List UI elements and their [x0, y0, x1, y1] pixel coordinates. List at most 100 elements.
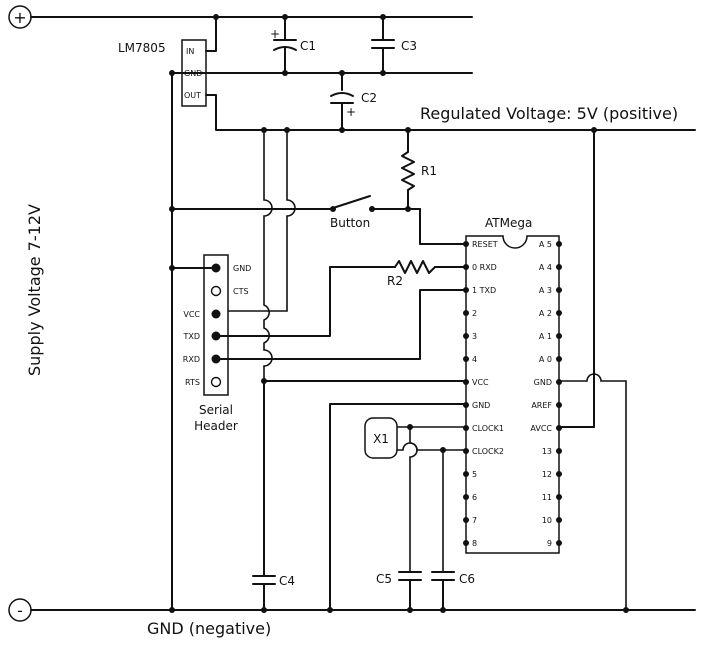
- atmega-left-pin-dot: [463, 287, 469, 293]
- atmega-left-pin-label: 0 RXD: [472, 263, 497, 272]
- atmega-left-pin-dot: [463, 471, 469, 477]
- header-pin-gnd: GND: [233, 264, 251, 273]
- atmega-right-pin-label: 12: [542, 470, 552, 479]
- atmega-left-pin-dot: [463, 402, 469, 408]
- c3-label: C3: [401, 39, 417, 53]
- atmega-left-pin-label: CLOCK2: [472, 447, 504, 456]
- atmega-name: ATMega: [485, 216, 532, 230]
- atmega-left-pin-label: 7: [472, 516, 477, 525]
- atmega-left-pin-label: CLOCK1: [472, 424, 504, 433]
- positive-rail: +: [8, 5, 473, 29]
- capacitor-c2: + C2: [330, 72, 377, 131]
- atmega-right-pin-dot: [556, 310, 562, 316]
- atmega-left-pin-dot: [463, 425, 469, 431]
- atmega-left-pin-label: GND: [472, 401, 490, 410]
- c1-label: C1: [300, 39, 316, 53]
- atmega-right-pin-dot: [556, 333, 562, 339]
- capacitor-c1: + C1: [270, 16, 316, 74]
- negative-terminal-symbol: -: [17, 601, 23, 620]
- atmega-right-pin-dot: [556, 494, 562, 500]
- atmega-right-pin-dot: [556, 448, 562, 454]
- c1-plus: +: [270, 27, 280, 41]
- atmega-right-pin-label: A 4: [539, 263, 552, 272]
- atmega-right-pin-dot: [556, 540, 562, 546]
- atmega-left-pin-label: VCC: [472, 378, 489, 387]
- atmega-left-pin-dot: [463, 540, 469, 546]
- regulator-pin-out: OUT: [184, 91, 201, 100]
- header-pin-vcc: VCC: [183, 310, 200, 319]
- atmega-right-pin-label: A 0: [539, 355, 552, 364]
- resistor-r2: R2: [387, 260, 467, 288]
- header-title-line2: Header: [194, 419, 238, 433]
- atmega-right-pin-dot: [556, 241, 562, 247]
- atmega-right-pin-dot: [556, 356, 562, 362]
- capacitor-c4: C4: [252, 380, 295, 611]
- header-pin-rts: RTS: [185, 378, 200, 387]
- header-pin-txd: TXD: [182, 332, 200, 341]
- c6-label: C6: [459, 572, 475, 586]
- atmega-right-pin-label: 11: [542, 493, 552, 502]
- atmega-left-pin-dot: [463, 448, 469, 454]
- supply-voltage-label: Supply Voltage 7-12V: [25, 204, 44, 376]
- ground-rail-label: GND (negative): [147, 619, 271, 638]
- atmega-left-pin-dot: [463, 241, 469, 247]
- push-button: Button: [171, 195, 421, 230]
- atmega-right-pin-label: GND: [534, 378, 552, 387]
- atmega-left-pin-label: 8: [472, 539, 477, 548]
- x1-label: X1: [373, 432, 389, 446]
- atmega-left-pin-dot: [463, 264, 469, 270]
- atmega-left-pin-label: 2: [472, 309, 477, 318]
- crystal-x1: X1: [364, 417, 398, 459]
- header-title-line1: Serial: [199, 403, 233, 417]
- ground-rail: - GND (negative): [8, 598, 696, 638]
- header-pin-rxd: RXD: [183, 355, 200, 364]
- atmega-right-pin-dot: [556, 379, 562, 385]
- atmega-right-pin-label: 9: [547, 539, 552, 548]
- regulated-voltage-label: Regulated Voltage: 5V (positive): [420, 104, 678, 123]
- c4-label: C4: [279, 574, 295, 588]
- capacitor-c5: C5: [376, 571, 422, 611]
- c5-label: C5: [376, 572, 392, 586]
- atmega-left-pin-dot: [463, 494, 469, 500]
- atmega-right-pin-label: A 3: [539, 286, 552, 295]
- atmega-right-pin-label: A 1: [539, 332, 552, 341]
- atmega-left-pin-label: 6: [472, 493, 477, 502]
- atmega-left-pin-label: 5: [472, 470, 477, 479]
- atmega-right-pin-dot: [556, 517, 562, 523]
- positive-terminal-symbol: +: [13, 8, 26, 27]
- atmega-right-pin-label: 10: [542, 516, 552, 525]
- c2-plus: +: [346, 105, 356, 119]
- resistor-r1: R1: [401, 129, 437, 210]
- atmega-left-pin-dot: [463, 379, 469, 385]
- atmega-left-pin-label: 1 TXD: [472, 286, 496, 295]
- atmega-right-pin-dot: [556, 471, 562, 477]
- atmega-right-pin-dot: [556, 287, 562, 293]
- capacitor-c3: C3: [371, 16, 417, 74]
- atmega-left-pin-label: RESET: [472, 240, 498, 249]
- atmega-right-pin-label: 13: [542, 447, 552, 456]
- atmega-right-pin-label: AREF: [531, 401, 552, 410]
- c2-label: C2: [361, 91, 377, 105]
- capacitor-c6: C6: [431, 571, 475, 611]
- button-label: Button: [330, 216, 370, 230]
- atmega-right-pin-label: A 5: [539, 240, 552, 249]
- atmega-right-pin-dot: [556, 264, 562, 270]
- regulator-name: LM7805: [118, 41, 166, 55]
- atmega-left-pin-dot: [463, 517, 469, 523]
- atmega-left-pin-label: 3: [472, 332, 477, 341]
- header-pin-cts: CTS: [233, 287, 249, 296]
- atmega-left-pin-label: 4: [472, 355, 477, 364]
- r2-label: R2: [387, 274, 403, 288]
- atmega-right-pin-dot: [556, 402, 562, 408]
- atmega-left-pin-dot: [463, 333, 469, 339]
- atmega-right-pin-label: A 2: [539, 309, 552, 318]
- atmega-right-pin-label: AVCC: [530, 424, 552, 433]
- serial-header: GND CTS VCC TXD RXD RTS Serial Header: [182, 254, 251, 433]
- r1-label: R1: [421, 164, 437, 178]
- atmega-left-pin-dot: [463, 356, 469, 362]
- atmega-left-pin-dot: [463, 310, 469, 316]
- regulator-pin-in: IN: [186, 47, 194, 56]
